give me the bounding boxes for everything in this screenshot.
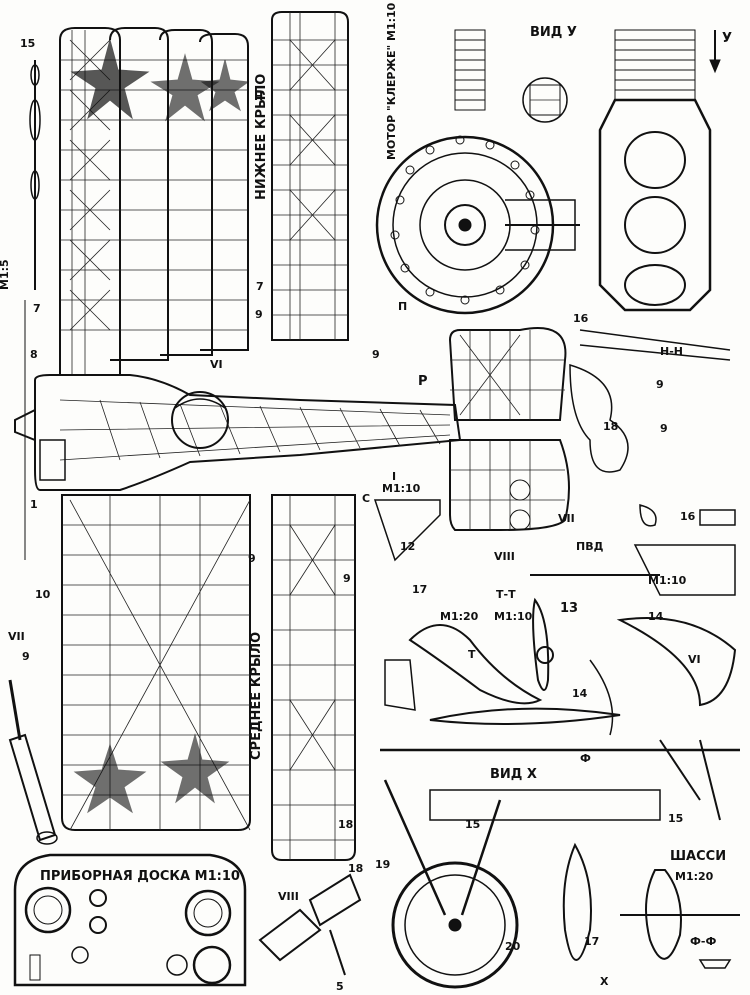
landing-gear bbox=[380, 739, 740, 989]
star-insignia bbox=[70, 38, 150, 120]
num-9-e: 9 bbox=[660, 422, 668, 435]
num-9-g: 9 bbox=[248, 552, 256, 565]
section-hh: Н-Н bbox=[660, 345, 683, 358]
num-15-a: 15 bbox=[20, 37, 35, 50]
num-12: 12 bbox=[400, 540, 415, 553]
motor-title: МОТОР "КЛЕРЖЕ" M1:10 bbox=[385, 2, 398, 160]
num-7-b: 7 bbox=[256, 280, 264, 293]
sec-viii-right: VIII bbox=[494, 550, 515, 563]
drawing-labels: 15 M1:5 7 8 1 10 VII 9 НИЖНЕЕ КРЫЛО СРЕД… bbox=[0, 2, 732, 993]
num-16-a: 16 bbox=[573, 312, 589, 325]
num-9-f: 9 bbox=[343, 572, 351, 585]
sec-vi-top: VI bbox=[210, 358, 223, 371]
sec-vi-right: VI bbox=[688, 653, 701, 666]
num-5: 5 bbox=[336, 980, 344, 993]
tube-detail bbox=[8, 679, 58, 845]
num-9-d: 9 bbox=[656, 378, 664, 391]
num-7-a: 7 bbox=[33, 302, 41, 315]
num-19: 19 bbox=[375, 858, 390, 871]
num-15-c: 15 bbox=[668, 812, 683, 825]
num-14-b: 14 bbox=[572, 687, 588, 700]
section-t: Т bbox=[468, 648, 476, 661]
u-arrow-label: У bbox=[722, 31, 732, 46]
num-1: 1 bbox=[30, 498, 38, 511]
view-u-label: ВИД У bbox=[530, 25, 577, 40]
num-14-a: 14 bbox=[648, 610, 664, 623]
num-9-c: 9 bbox=[372, 348, 380, 361]
clamp-detail bbox=[258, 873, 362, 976]
misc-details bbox=[373, 329, 737, 969]
hvd-label: ПВД bbox=[576, 540, 604, 553]
phi-label: Ф bbox=[580, 752, 591, 765]
num-18-b: 18 bbox=[338, 818, 353, 831]
num-18-c: 18 bbox=[348, 862, 363, 875]
section-p: П bbox=[398, 300, 407, 313]
section-tt: Т-Т bbox=[496, 588, 516, 601]
phi-phi-label: Ф-Ф bbox=[690, 935, 716, 948]
lower-wing-plan bbox=[271, 11, 349, 341]
hvd-scale: M1:10 bbox=[648, 574, 687, 587]
num-17-b: 17 bbox=[584, 935, 599, 948]
scale-left-label: M1:5 bbox=[0, 259, 11, 290]
upper-wings-plan bbox=[59, 27, 250, 376]
num-18-a: 18 bbox=[603, 420, 618, 433]
sec-viii-clamp: VIII bbox=[278, 890, 299, 903]
x-arrow-label: X bbox=[600, 975, 609, 988]
middle-wing-plan bbox=[61, 494, 251, 831]
chassis-scale: M1:20 bbox=[675, 870, 714, 883]
view-u-detail bbox=[522, 77, 568, 123]
chassis-label: ШАССИ bbox=[670, 849, 726, 864]
middle-wing-title: СРЕДНЕЕ КРЫЛО bbox=[249, 632, 264, 760]
tail-plan bbox=[448, 327, 570, 531]
num-10: 10 bbox=[35, 588, 51, 601]
view-x-label: ВИД Х bbox=[490, 767, 537, 782]
num-9-b: 9 bbox=[255, 308, 263, 321]
num-13: 13 bbox=[560, 601, 578, 616]
tt-scale: M1:10 bbox=[494, 610, 533, 623]
instrument-panel bbox=[13, 853, 247, 987]
num-17-a: 17 bbox=[412, 583, 427, 596]
section-s: С bbox=[362, 492, 370, 505]
strut-detail bbox=[24, 60, 41, 560]
middle-wing-panel bbox=[271, 494, 356, 861]
num-20: 20 bbox=[505, 940, 521, 953]
num-8: 8 bbox=[30, 348, 38, 361]
scale-20-a: M1:20 bbox=[440, 610, 479, 623]
num-15-b: 15 bbox=[465, 818, 480, 831]
sec-vii-right: VII bbox=[558, 512, 575, 525]
num-16-b: 16 bbox=[680, 510, 696, 523]
panel-title: ПРИБОРНАЯ ДОСКА M1:10 bbox=[40, 869, 240, 884]
sec-i: I bbox=[392, 470, 396, 483]
section-h: Н bbox=[254, 90, 263, 103]
sec-vii-left: VII bbox=[8, 630, 25, 643]
engine-side-view bbox=[598, 29, 721, 312]
engine-front-view bbox=[375, 29, 580, 315]
lower-wing-title: НИЖНЕЕ КРЫЛО bbox=[254, 74, 269, 200]
sec-i-scale: M1:10 bbox=[382, 482, 421, 495]
num-9-a: 9 bbox=[22, 650, 30, 663]
section-r: Р bbox=[418, 374, 428, 389]
